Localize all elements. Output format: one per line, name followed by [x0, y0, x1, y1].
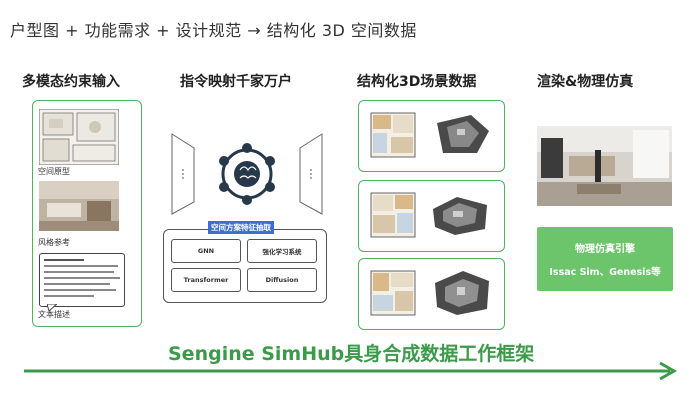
space-prototype-label: 空间原型 — [38, 167, 70, 176]
brain-network-icon — [219, 143, 275, 205]
floor-plan-image — [370, 112, 416, 158]
module-gnn: GNN — [171, 239, 241, 263]
text-description-label: 文本描述 — [38, 310, 70, 319]
floor-plan-image — [370, 192, 416, 238]
scene-data-card-3 — [358, 258, 505, 330]
floor-plan-image — [370, 270, 416, 316]
model-modules-panel: 空间方案特征抽取 GNN 强化学习系统 Transformer Diffusio… — [163, 221, 327, 303]
column-title-render: 渲染&物理仿真 — [537, 74, 634, 90]
physics-engine-panel: 物理仿真引擎 Issac Sim、Genesis等 — [537, 227, 673, 291]
physics-engine-list: Issac Sim、Genesis等 — [549, 267, 661, 278]
3d-scene-render — [427, 109, 497, 161]
space-prototype-image — [39, 109, 119, 165]
column-title-inputs: 多模态约束输入 — [22, 74, 120, 90]
column-title-mapping: 指令映射千家万户 — [180, 74, 292, 90]
3d-scene-render — [427, 267, 497, 319]
style-reference-label: 风格参考 — [38, 238, 70, 247]
text-description-card — [39, 253, 125, 307]
headline: 户型图 + 功能需求 + 设计规范 → 结构化 3D 空间数据 — [10, 21, 417, 40]
scene-data-card-2 — [358, 180, 505, 252]
framework-arrow — [24, 361, 678, 381]
3d-scene-render — [427, 189, 497, 241]
framework-label: Sengine SimHub具身合成数据工作框架 — [168, 343, 535, 365]
text-lines-graphic — [44, 259, 120, 297]
feature-extraction-label: 空间方案特征抽取 — [208, 221, 274, 234]
rendered-interior-image — [537, 126, 672, 206]
style-reference-image — [39, 181, 119, 231]
module-diffusion: Diffusion — [247, 268, 317, 292]
column-title-scene-data: 结构化3D场景数据 — [357, 74, 477, 90]
physics-engine-title: 物理仿真引擎 — [575, 244, 635, 255]
scene-data-card-1 — [358, 100, 505, 172]
module-reinforcement-learning: 强化学习系统 — [247, 239, 317, 263]
inputs-panel: 空间原型 风格参考 文本描述 — [32, 100, 142, 327]
speech-tail-icon — [47, 304, 57, 312]
network-diagram — [171, 133, 323, 215]
module-transformer: Transformer — [171, 268, 241, 292]
